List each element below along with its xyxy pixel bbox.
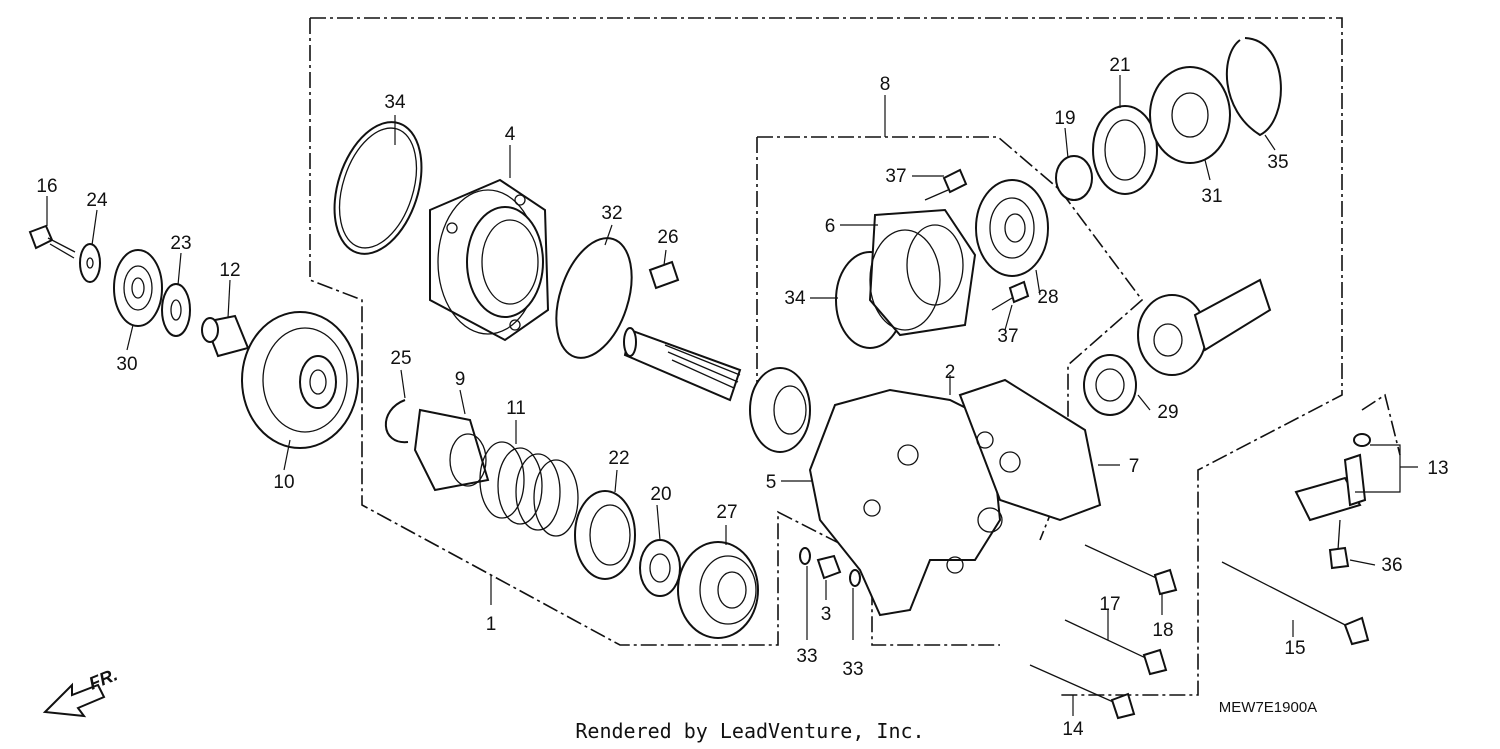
callout-37-upper: 37 [885, 166, 906, 187]
part-11-spring [479, 441, 579, 537]
footer-credit: Rendered by LeadVenture, Inc. [575, 719, 924, 743]
callout-17: 17 [1099, 594, 1120, 615]
part-14-bolt [1029, 664, 1136, 720]
callout-37-lower: 37 [997, 326, 1018, 347]
part-23-washer [161, 283, 191, 337]
callout-3: 3 [821, 604, 832, 625]
part-7-cover [958, 378, 1102, 522]
part-37-bolt-lower [991, 280, 1030, 311]
callout-4: 4 [505, 124, 516, 145]
callout-35: 35 [1267, 152, 1288, 173]
callout-5: 5 [766, 472, 777, 493]
front-direction-arrow-icon: FR. [42, 664, 120, 718]
callout-29: 29 [1157, 402, 1178, 423]
part-25-circlip [384, 399, 409, 444]
callout-27: 27 [716, 502, 737, 523]
part-15-bolt [1221, 561, 1370, 646]
callout-30: 30 [116, 354, 137, 375]
callout-36: 36 [1381, 555, 1402, 576]
part-4-bearing-housing [429, 178, 550, 342]
callout-16: 16 [36, 176, 57, 197]
part-30-bearing [113, 249, 163, 327]
part-10-gear [241, 311, 359, 449]
callout-10: 10 [273, 472, 294, 493]
part-26-pin [648, 260, 680, 290]
leader-lines [46, 75, 1418, 716]
part-32-oring [555, 237, 633, 359]
callout-21: 21 [1109, 55, 1130, 76]
callout-33-right: 33 [842, 659, 863, 680]
part-9-cam [413, 408, 490, 492]
callout-32: 32 [601, 203, 622, 224]
callout-18: 18 [1152, 620, 1173, 641]
callout-19: 19 [1054, 108, 1075, 129]
part-18-bolt [1084, 544, 1178, 596]
callout-33-left: 33 [796, 646, 817, 667]
part-24-washer [79, 243, 101, 283]
part-19-locknut [1055, 155, 1093, 201]
callout-26: 26 [657, 227, 678, 248]
part-37-bolt-upper [924, 168, 968, 201]
callout-31: 31 [1201, 186, 1222, 207]
assembly-1-boundary [309, 17, 1343, 696]
part-12-collar [201, 314, 250, 358]
part-29-bearing [1083, 354, 1137, 416]
part-6-housing [868, 208, 977, 337]
part-16-bolt [28, 224, 76, 259]
callout-22: 22 [608, 448, 629, 469]
part-27-bearing [677, 541, 759, 639]
part-31-bearing [1149, 66, 1231, 164]
pinion-shaft [623, 327, 811, 453]
part-36-bolt [1328, 519, 1350, 570]
callout-8: 8 [880, 74, 891, 95]
part-5-final-drive-case [808, 388, 1003, 617]
part-13-sensor [1294, 433, 1371, 522]
diagram-code: MEW7E1900A [1219, 699, 1317, 716]
part-22-spacer [574, 490, 636, 580]
part-3-dowel [816, 554, 842, 580]
ring-gear [1137, 278, 1272, 376]
part-28-bearing [975, 179, 1049, 277]
part-21-spacer [1092, 105, 1158, 195]
callout-15: 15 [1284, 638, 1305, 659]
callout-34-right: 34 [784, 288, 806, 309]
callout-7: 7 [1129, 456, 1140, 477]
callout-2: 2 [945, 362, 956, 383]
part-20-locknut [639, 539, 681, 597]
callout-20: 20 [650, 484, 671, 505]
callout-34-left: 34 [384, 92, 406, 113]
callout-11: 11 [506, 398, 526, 419]
callout-6: 6 [825, 216, 836, 237]
callout-25: 25 [390, 348, 411, 369]
callout-12: 12 [219, 260, 240, 281]
callout-1: 1 [486, 614, 497, 635]
callout-23: 23 [170, 233, 191, 254]
part-33-washer-left [799, 547, 811, 565]
callout-28: 28 [1037, 287, 1058, 308]
direction-label: FR. [86, 664, 120, 693]
callout-24: 24 [86, 190, 108, 211]
part-33-washer-right [849, 569, 861, 587]
callout-14: 14 [1062, 719, 1084, 740]
callout-9: 9 [455, 369, 466, 390]
part-35-circlip [1225, 37, 1282, 137]
sub-boundary-13 [1361, 393, 1401, 456]
part-34-oring [333, 121, 423, 255]
callout-13: 13 [1427, 458, 1448, 479]
part-17-bolt [1064, 619, 1168, 676]
callout-labels: 16 24 23 12 30 10 34 4 32 26 25 9 11 22 … [36, 55, 1448, 740]
